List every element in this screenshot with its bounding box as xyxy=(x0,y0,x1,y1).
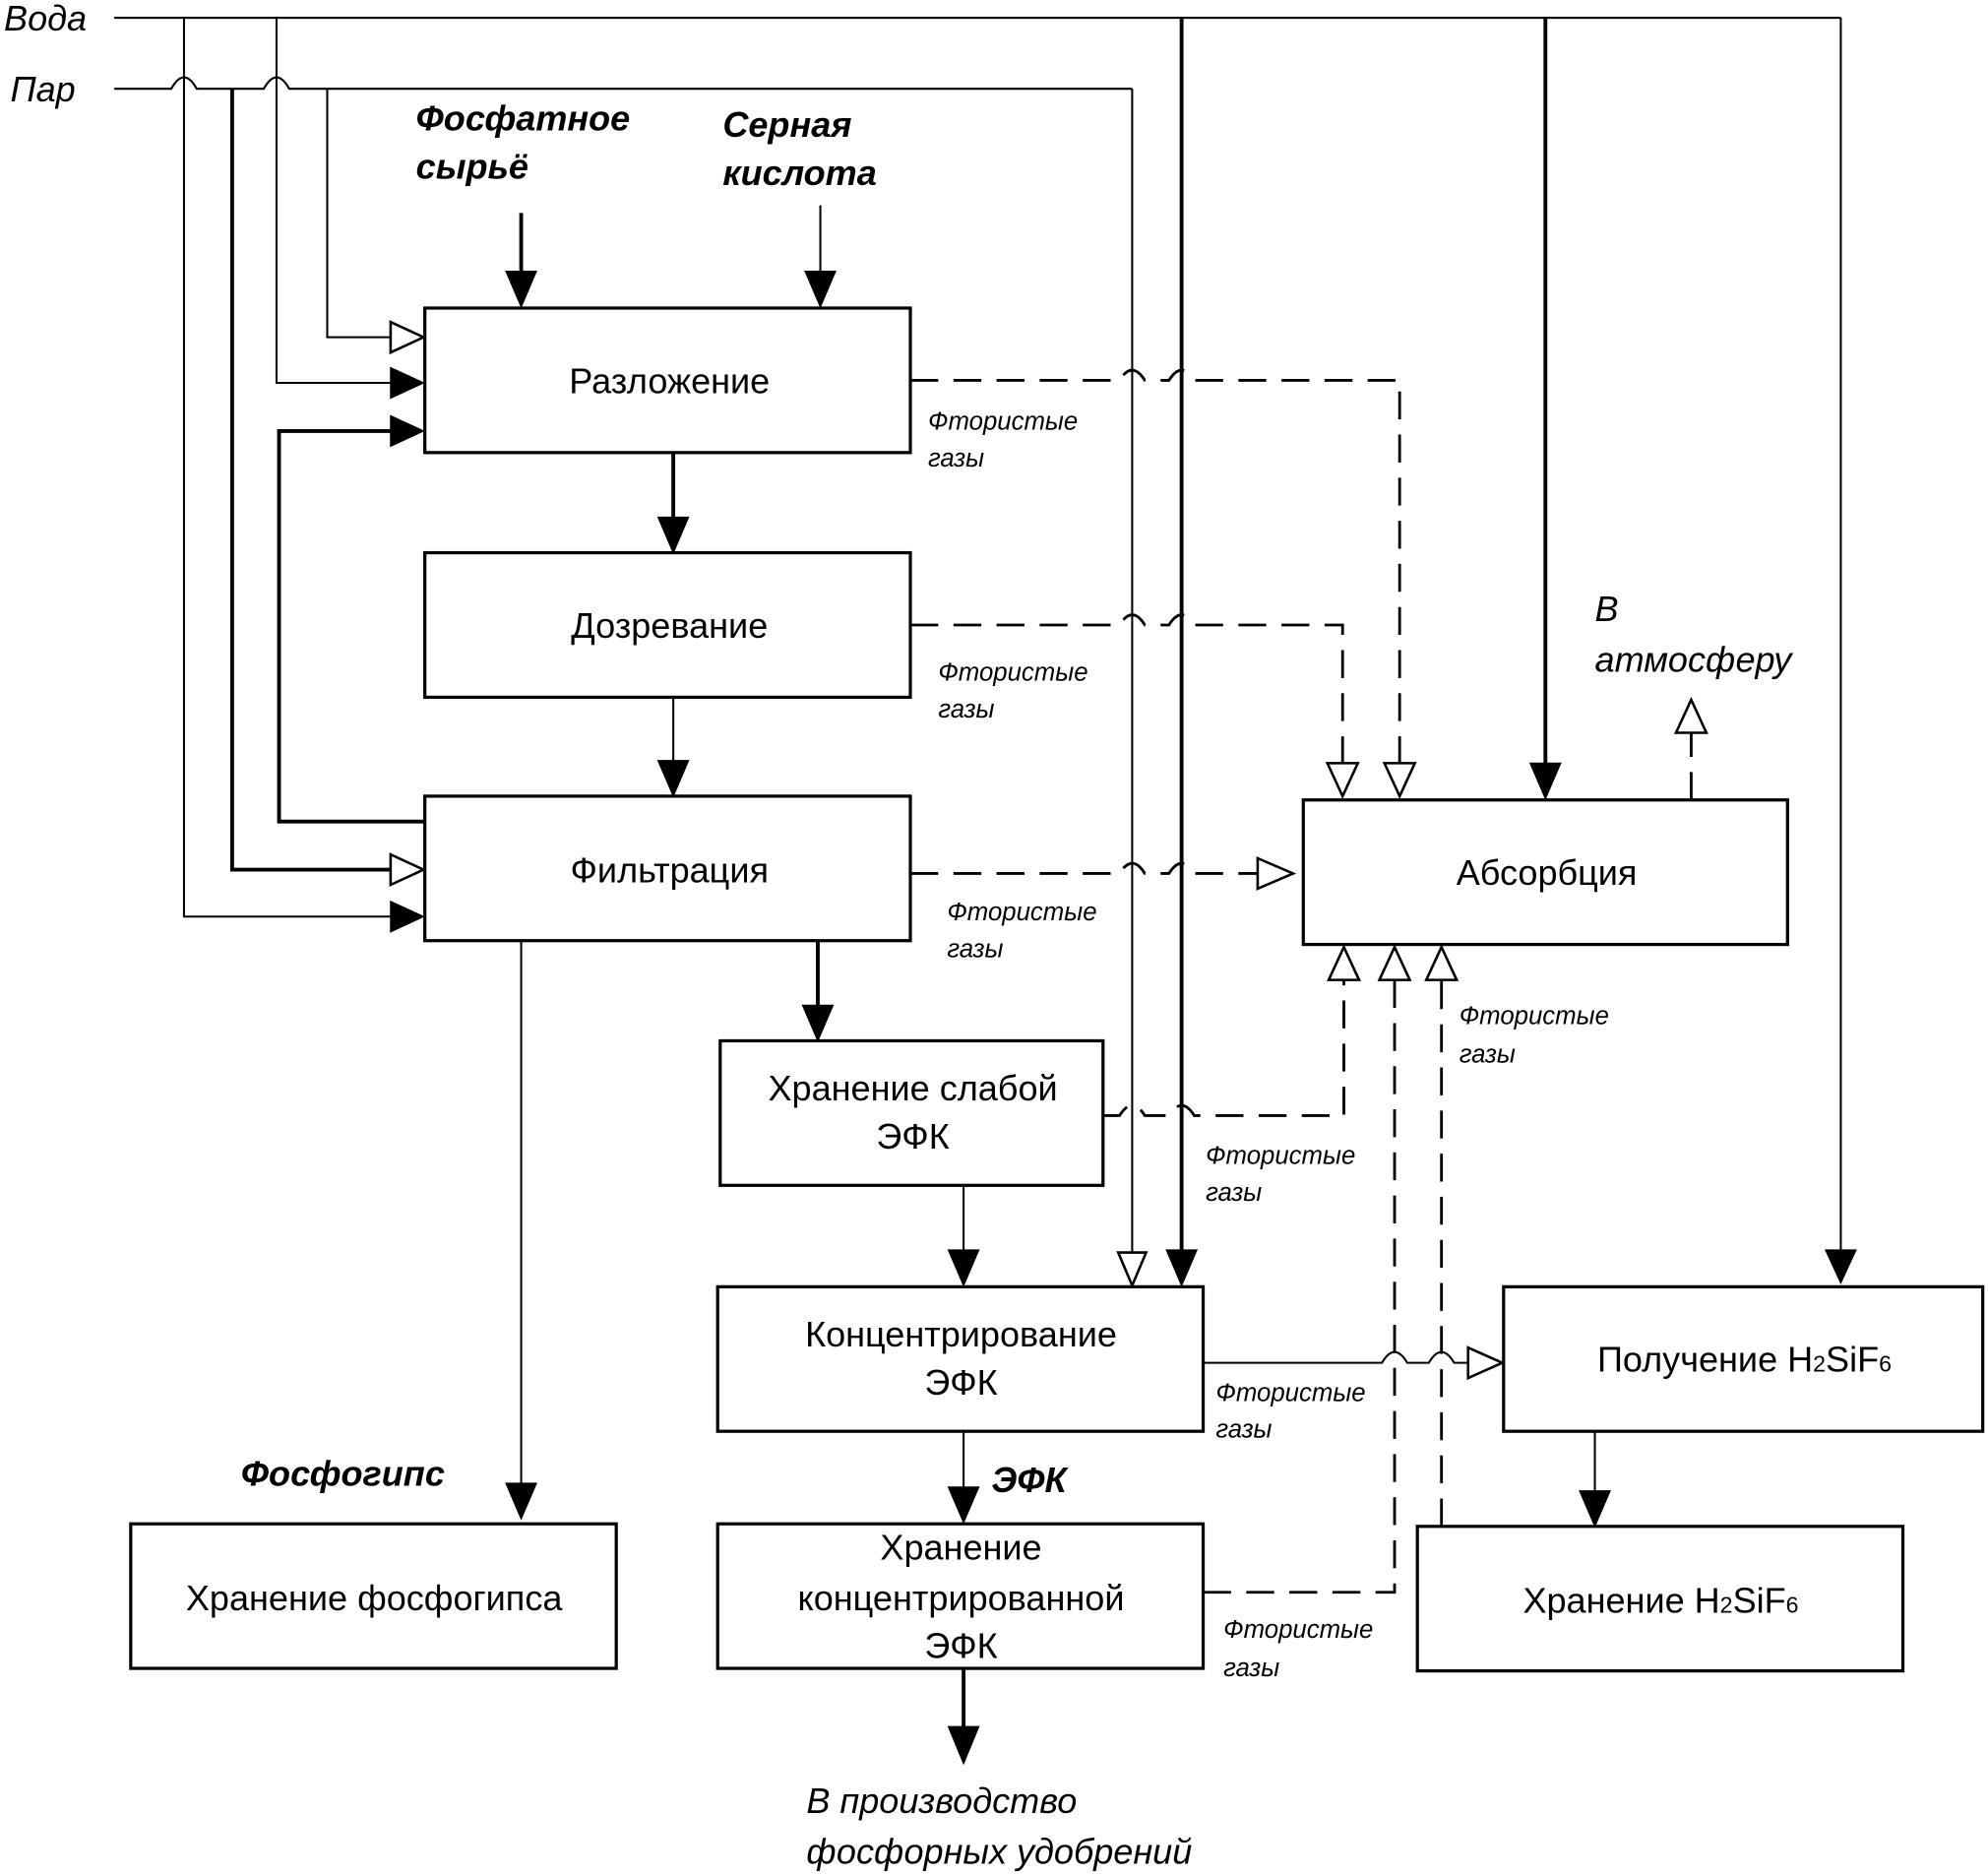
process-label: ЭФК xyxy=(924,1626,997,1666)
fluorine-gas-weak-epa-line xyxy=(1102,979,1345,1117)
fluorine-gas-label: Фтористые xyxy=(928,408,1078,436)
water-label: Вода xyxy=(4,0,87,38)
process-filtration[interactable]: Фильтрация xyxy=(423,794,912,943)
process-label: Разложение xyxy=(569,360,770,401)
fluorine-gas-label: Фтористые xyxy=(1460,1003,1609,1031)
process-label: ЭФК xyxy=(876,1116,949,1156)
process-label: Хранение слабой xyxy=(768,1068,1057,1108)
process-label: концентрированной xyxy=(798,1578,1125,1618)
water-arrowhead xyxy=(390,900,425,933)
fluorine-gas-label: газы xyxy=(1460,1040,1516,1068)
fluorine-gas-concentration-line xyxy=(1203,1350,1468,1364)
flow-arrowhead xyxy=(505,1482,537,1521)
process-label: Получение H2SiF6 xyxy=(1597,1340,1892,1380)
process-label: Абсорбция xyxy=(1457,852,1638,893)
phosphate-raw-arrowhead xyxy=(505,270,537,309)
process-absorption[interactable]: Абсорбция xyxy=(1301,798,1789,947)
fluorine-gas-label: газы xyxy=(1223,1655,1279,1682)
flow-arrowhead xyxy=(947,1486,980,1525)
process-h2sif6-production[interactable]: Получение H2SiF6 xyxy=(1502,1284,1985,1433)
fluorine-gas-label: Фтористые xyxy=(1223,1616,1373,1644)
steam-arrowhead-open xyxy=(1116,1251,1149,1289)
steam-arrowhead-open xyxy=(389,852,427,888)
fluorine-gas-label: газы xyxy=(938,696,994,723)
process-decomposition[interactable]: Разложение xyxy=(423,306,912,455)
process-epa-concentration[interactable]: Концентрирование ЭФК xyxy=(715,1284,1206,1433)
flow-arrowhead xyxy=(947,1249,980,1287)
fluorine-gas-label: Фтористые xyxy=(1215,1379,1365,1406)
phosphate-raw-label: Фосфатное xyxy=(416,98,631,139)
process-label: ЭФК xyxy=(924,1362,997,1403)
water-arrowhead xyxy=(390,366,425,400)
fluorine-gas-filtration-line xyxy=(909,861,1258,875)
fluorine-gas-concentrated-storage-line xyxy=(1203,979,1397,1594)
epa-flow-label: ЭФК xyxy=(991,1460,1069,1500)
gas-arrowhead-open xyxy=(1325,762,1360,799)
recycle-filtration-to-decomposition-line xyxy=(277,428,425,824)
sulfuric-acid-label: Серная xyxy=(722,104,851,145)
water-to-decomposition-line xyxy=(275,18,397,385)
fluorine-gas-label: Фтористые xyxy=(938,659,1087,687)
to-fertilizers-label: В производство xyxy=(806,1781,1077,1821)
fluorine-gas-label: газы xyxy=(947,935,1003,963)
gas-arrowhead-open xyxy=(1673,696,1708,734)
process-h2sif6-storage[interactable]: Хранение H2SiF6 xyxy=(1415,1525,1905,1673)
process-maturation[interactable]: Дозревание xyxy=(423,550,912,700)
flow-arrowhead xyxy=(801,1004,835,1043)
fluorine-gas-decomposition-line xyxy=(909,368,1401,764)
steam-to-decomposition-line xyxy=(326,89,391,339)
steam-arrowhead-open xyxy=(389,320,427,355)
gas-arrowhead-open xyxy=(1466,1345,1506,1381)
flow-arrowhead xyxy=(656,760,690,798)
flow-arrowhead xyxy=(947,1725,980,1766)
gas-arrowhead-open xyxy=(1424,944,1460,981)
fluorine-gas-label: газы xyxy=(1215,1416,1272,1444)
sulfuric-acid-label: кислота xyxy=(722,153,876,193)
fluorine-gas-label: Фтористые xyxy=(947,899,1096,926)
to-atmosphere-label: В xyxy=(1595,589,1619,629)
phosphate-raw-label: сырьё xyxy=(416,147,528,187)
gas-arrowhead-open xyxy=(1327,944,1361,981)
fluorine-gas-label: Фтористые xyxy=(1206,1142,1355,1169)
process-weak-epa-storage[interactable]: Хранение слабой ЭФК xyxy=(718,1038,1105,1187)
gas-arrowhead-open xyxy=(1256,856,1297,891)
flow-arrowhead xyxy=(1579,1490,1611,1529)
sulfuric-acid-arrowhead xyxy=(804,270,837,309)
fluorine-gas-label: газы xyxy=(928,445,984,472)
process-label: Фильтрация xyxy=(571,849,769,890)
process-label: Хранение H2SiF6 xyxy=(1522,1580,1798,1620)
fluorine-gas-label: газы xyxy=(1206,1179,1262,1207)
flow-arrowhead xyxy=(656,516,690,555)
steam-to-filtration-line xyxy=(229,89,391,872)
process-phosphogypsum-storage[interactable]: Хранение фосфогипса xyxy=(129,1522,618,1670)
process-label: Хранение фосфогипса xyxy=(186,1578,563,1618)
process-label: Концентрирование xyxy=(805,1314,1117,1354)
fluorine-gas-maturation-line xyxy=(909,613,1344,764)
to-fertilizers-label: фосфорных удобрений xyxy=(806,1831,1192,1871)
gas-arrowhead-open xyxy=(1377,944,1412,981)
steam-label: Пар xyxy=(10,69,75,109)
process-concentrated-epa-storage[interactable]: Хранение концентрированной ЭФК xyxy=(715,1522,1206,1670)
to-atmosphere-label: атмосферу xyxy=(1595,640,1794,680)
water-arrowhead xyxy=(1824,1249,1857,1285)
water-arrowhead xyxy=(1528,762,1562,801)
gas-arrowhead-open xyxy=(1382,762,1417,799)
phosphogypsum-flow-label: Фосфогипс xyxy=(241,1454,445,1494)
water-to-filtration-line xyxy=(182,18,397,918)
process-label: Дозревание xyxy=(571,605,768,646)
process-label: Хранение xyxy=(880,1527,1041,1567)
water-arrowhead xyxy=(1165,1249,1199,1287)
steam-line xyxy=(114,76,1133,91)
recycle-arrowhead xyxy=(390,414,425,448)
